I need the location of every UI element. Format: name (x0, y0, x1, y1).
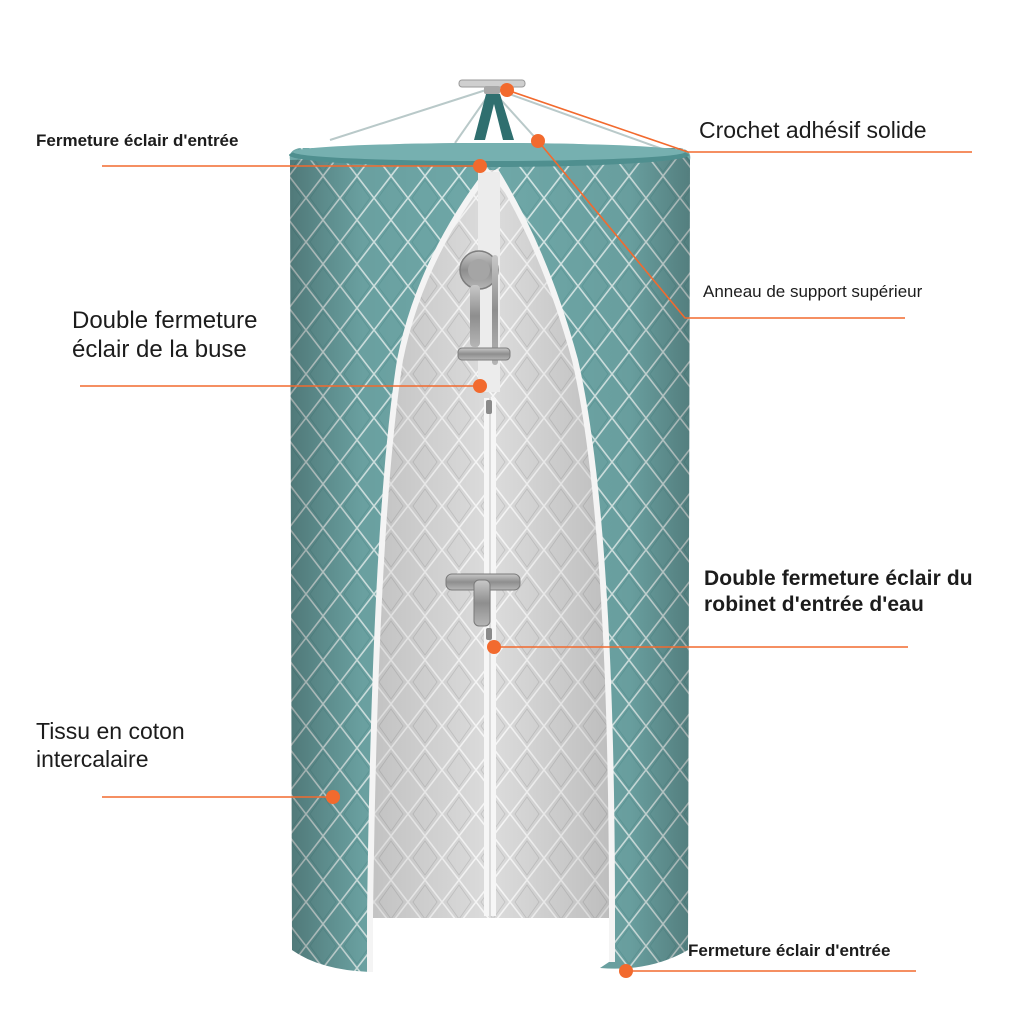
label-entry-zipper-top: Fermeture éclair d'entrée (36, 131, 239, 150)
label-water-inlet-zipper: Double fermeture éclair du robinet d'ent… (704, 566, 973, 617)
label-adhesive-hook: Crochet adhésif solide (699, 117, 927, 143)
label-entry-zipper-bottom: Fermeture éclair d'entrée (688, 941, 891, 960)
label-support-ring: Anneau de support supérieur (703, 282, 923, 301)
shower-head-icon (457, 250, 511, 365)
callout-lines (80, 89, 972, 972)
label-nozzle-zipper-line1: Double fermeture (72, 307, 258, 334)
tent-opening (367, 168, 615, 972)
hook-icon (458, 79, 526, 140)
label-water-inlet-zipper-line1: Double fermeture éclair du (704, 567, 973, 590)
label-water-inlet-zipper-line2: robinet d'entrée d'eau (704, 592, 924, 616)
label-cotton-fabric-line1: Tissu en coton (36, 718, 185, 744)
label-cotton-fabric-line2: intercalaire (36, 746, 149, 773)
callout-dots (326, 83, 633, 978)
label-nozzle-zipper-line2: éclair de la buse (72, 336, 247, 364)
label-cotton-fabric: Tissu en coton intercalaire (36, 717, 185, 773)
faucet-icon (445, 573, 521, 627)
label-nozzle-zipper: Double fermeture éclair de la buse (72, 306, 257, 365)
